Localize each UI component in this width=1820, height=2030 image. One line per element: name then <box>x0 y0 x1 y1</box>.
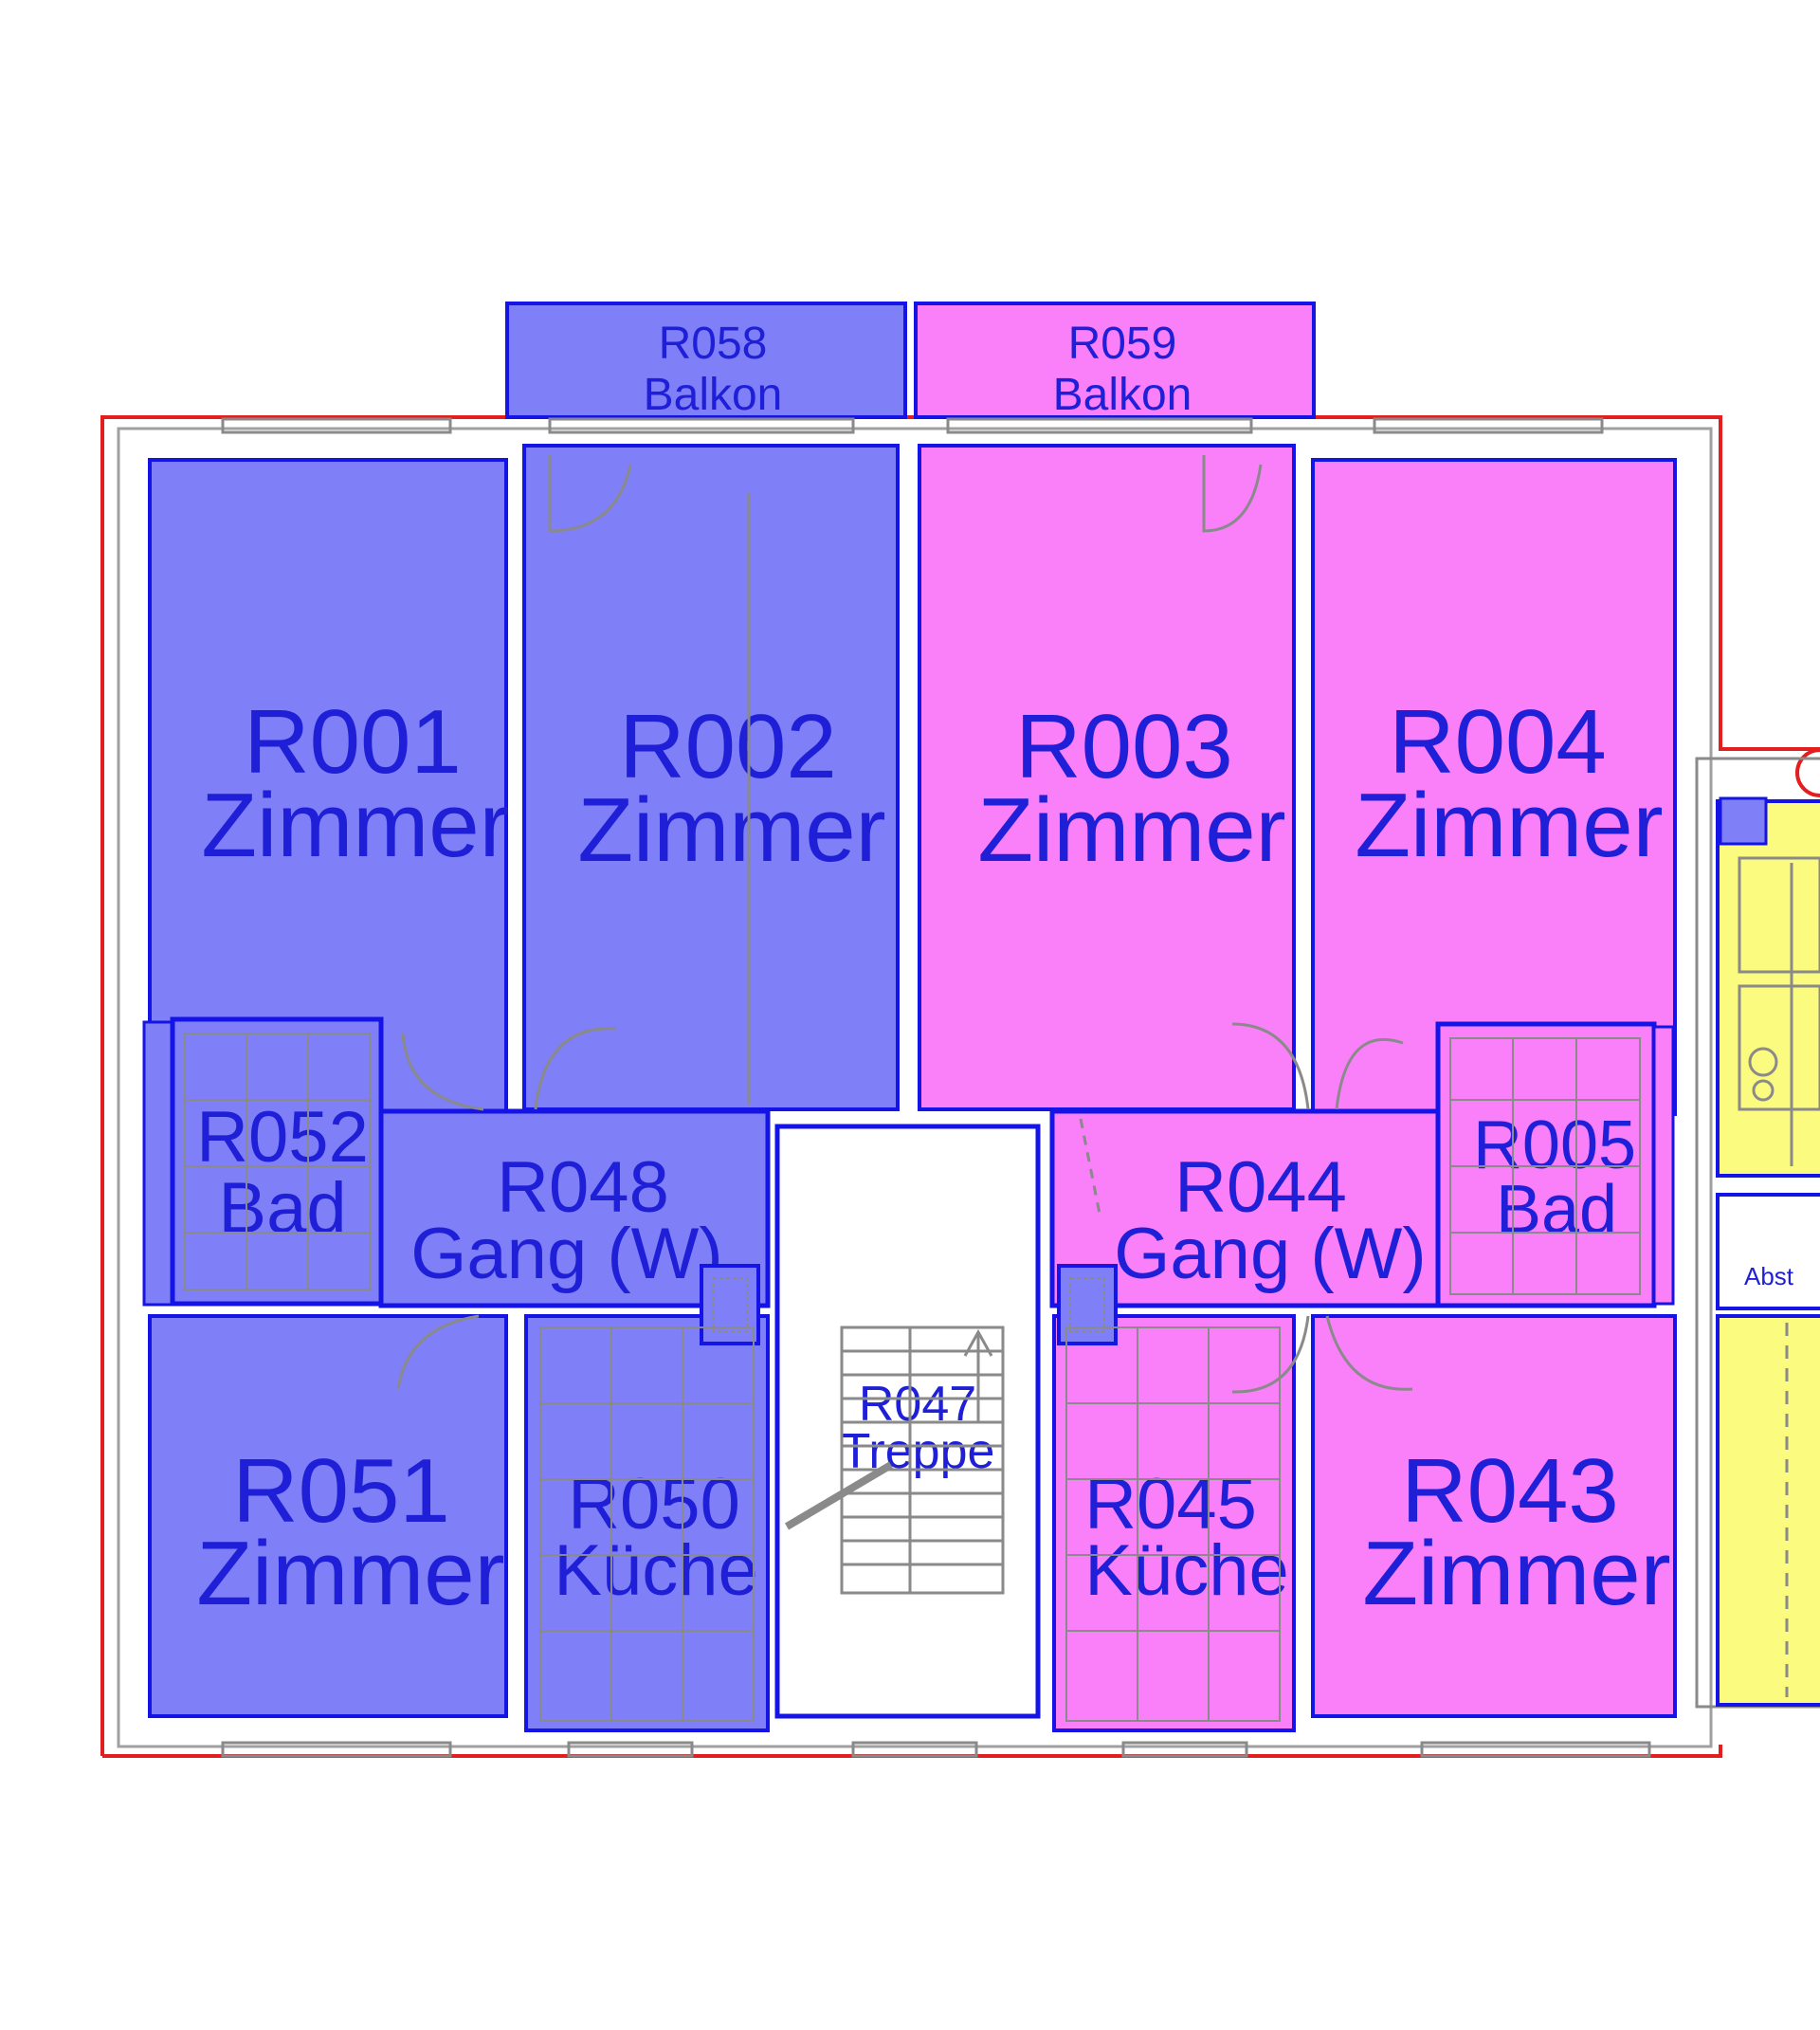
room-r005-type: Bad <box>1496 1172 1617 1248</box>
fixtures <box>184 1033 1641 1722</box>
room-r005-id: R005 <box>1473 1107 1636 1183</box>
room-r052: R052 Bad <box>142 1016 384 1307</box>
room-r052-type: Bad <box>218 1168 346 1249</box>
room-r002: R002 Zimmer <box>522 444 900 1111</box>
room-r051: R051 Zimmer <box>148 1314 508 1718</box>
neighbor-label: Abst <box>1744 1262 1794 1290</box>
room-r004-id: R004 <box>1389 691 1607 793</box>
room-r045: R045 Küche <box>1052 1314 1296 1732</box>
room-r004-type: Zimmer <box>1355 775 1663 876</box>
room-r043-type: Zimmer <box>1362 1523 1670 1624</box>
room-r058-id: R058 <box>659 319 768 369</box>
room-r051-type: Zimmer <box>196 1523 504 1624</box>
room-r059-type: Balkon <box>1053 370 1192 420</box>
room-r003-type: Zimmer <box>977 779 1285 881</box>
room-r048-type: Gang (W) <box>410 1214 722 1294</box>
shaft-markers <box>700 1264 1118 1345</box>
room-r002-id: R002 <box>619 696 837 797</box>
room-r050-id: R050 <box>568 1464 740 1545</box>
room-r050: R050 Küche <box>524 1314 770 1732</box>
room-r059: R059 Balkon <box>914 302 1316 420</box>
room-r044-id: R044 <box>1174 1147 1347 1228</box>
room-r044-type: Gang (W) <box>1114 1214 1426 1294</box>
staircase <box>784 1326 1005 1595</box>
room-r050-type: Küche <box>554 1530 758 1611</box>
room-r003: R003 Zimmer <box>918 444 1296 1111</box>
room-r001-type: Zimmer <box>201 775 509 876</box>
neighbor-unit: Abst <box>1695 757 1820 1709</box>
room-r043-id: R043 <box>1401 1440 1619 1542</box>
doors <box>396 455 1413 1394</box>
room-r045-type: Küche <box>1084 1530 1289 1611</box>
room-r058-type: Balkon <box>644 370 783 420</box>
room-r043: R043 Zimmer <box>1311 1314 1677 1718</box>
room-r004: R004 Zimmer <box>1311 458 1677 1116</box>
room-r051-id: R051 <box>232 1440 450 1542</box>
room-r005: R005 Bad <box>1435 1021 1675 1308</box>
room-r001-id: R001 <box>244 691 462 793</box>
window-marks <box>221 417 1651 1758</box>
room-r058: R058 Balkon <box>505 302 907 420</box>
room-r048: R048 Gang (W) <box>378 1108 771 1308</box>
room-r059-id: R059 <box>1068 319 1177 369</box>
room-r003-id: R003 <box>1015 696 1233 797</box>
room-r052-id: R052 <box>196 1097 369 1178</box>
room-r045-id: R045 <box>1084 1464 1257 1545</box>
room-r002-type: Zimmer <box>577 779 885 881</box>
room-r001: R001 Zimmer <box>148 458 510 1116</box>
room-r048-id: R048 <box>497 1147 669 1228</box>
